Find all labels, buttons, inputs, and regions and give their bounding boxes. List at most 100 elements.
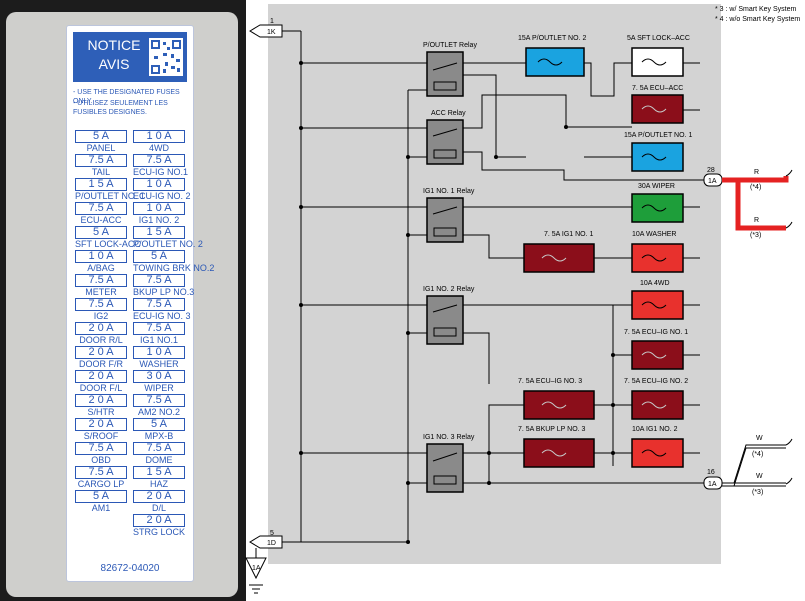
circuit-wires [282,30,704,543]
relay-ig1-no1: IG1 NO. 1 Relay [423,188,475,243]
connector-28-id: 1A [708,178,717,185]
fuse-ecu-ig-no3-label: 7. 5A ECU–IG NO. 3 [518,378,582,385]
relay-ig1-no1-label: IG1 NO. 1 Relay [423,188,475,195]
wire-w-note-1: (*4) [752,451,763,458]
fuse-ecu-ig-no2-label: 7. 5A ECU–IG NO. 2 [624,378,688,385]
fuse-label-amp: 7.5 A [75,202,127,215]
fuse-label-amp: 5 A [133,418,185,431]
legend-no-smart-key: * 4 : w/o Smart Key System [715,16,800,23]
wire-r-note-2: (*3) [750,232,761,239]
fuse-label-amp: 7.5 A [75,154,127,167]
fuse-label-name: ECU-IG NO.1 [133,167,189,177]
fuse-label-amp: 7.5 A [133,442,185,455]
fuse-bkup-lp-no3-label: 7. 5A BKUP LP NO. 3 [518,426,586,433]
fuse-ig1-no2: 10A IG1 NO. 2 [631,426,684,468]
connector-1a-28: 28 1A [703,167,723,187]
notice-header: NOTICE AVIS [73,32,187,82]
fuse-label-amp: 2 0 A [133,514,185,527]
fuse-label-amp: 7.5 A [133,298,185,311]
fuse-ig1-no2-label: 10A IG1 NO. 2 [632,426,678,433]
fuse-label-amp: 2 0 A [75,370,127,383]
fuse-ig1-no1-label: 7. 5A IG1 NO. 1 [544,231,594,238]
fuse-label-amp: 5 A [75,490,127,503]
fuse-label-name: WIPER [144,383,174,393]
fuse-ecu-ig-no1: 7. 5A ECU–IG NO. 1 [624,329,688,370]
fuse-label-amp: 1 0 A [133,346,185,359]
fuse-sft-lock-acc: 5A SFT LOCK–ACC [627,35,690,77]
fuse-sft-lock-acc-label: 5A SFT LOCK–ACC [627,35,690,42]
fuse-label-amp: 7.5 A [75,274,127,287]
fuse-label-amp: 2 0 A [75,346,127,359]
connector-1k-id: 1K [267,29,276,36]
fuse-label-name: 4WD [149,143,169,153]
fuse-label-name: STRG LOCK [133,527,186,537]
fuse-label-name: DOME [145,455,173,465]
fuse-label-name: S/HTR [87,407,115,417]
fuse-p-outlet-no2: 15A P/OUTLET NO. 2 [518,35,586,77]
fuse-label-amp: 1 5 A [133,226,185,239]
fuse-label-amp: 2 0 A [133,490,185,503]
fuse-label-name: PANEL [86,143,116,153]
fuse-label-name: S/ROOF [83,431,119,441]
fuse-p-outlet-no1-label: 15A P/OUTLET NO. 1 [624,132,692,139]
fuse-label-amp: 2 0 A [75,394,127,407]
relay-ig1-no2-label: IG1 NO. 2 Relay [423,286,475,293]
fuse-label-name: DOOR F/L [79,383,123,393]
connector-16-id: 1A [708,481,717,488]
fuse-ecu-acc: 7. 5A ECU–ACC [631,85,684,124]
relay-ig1-no3-label: IG1 NO. 3 Relay [423,434,475,441]
fuse-label-amp: 7.5 A [133,274,185,287]
wire-r-note-1: (*4) [750,184,761,191]
ground-label: 1A [252,565,261,572]
fuse-label-name: ECU-ACC [80,215,122,225]
fuse-label-amp: 5 A [75,226,127,239]
fuse-label-amp: 3 0 A [133,370,185,383]
connector-16-pin: 16 [707,469,715,476]
fuse-ecu-ig-no3: 7. 5A ECU–IG NO. 3 [518,378,595,420]
fuse-ecu-ig-no2: 7. 5A ECU–IG NO. 2 [624,378,688,420]
fuse-ig1-no1: 7. 5A IG1 NO. 1 [523,231,595,273]
fuse-label-name: A/BAG [87,263,115,273]
fuse-label-name: IG1 NO.1 [139,335,178,345]
fuse-label-name: ECU-IG NO. 2 [133,191,191,201]
fuse-label-name: TOWING BRK NO.2 [133,263,215,273]
junction-dots [299,61,615,544]
fuse-label-amp: 2 0 A [75,322,127,335]
wire-red-pair: R (*4) R (*3) [722,169,793,239]
wire-w-note-2: (*3) [752,489,763,496]
fuse-label-amp: 5 A [133,250,185,263]
fuse-bkup-lp-no3: 7. 5A BKUP LP NO. 3 [518,426,595,468]
connector-1d: 5 1D [249,530,283,549]
fuse-label-name: HAZ [150,479,168,489]
fuse-washer-label: 10A WASHER [632,231,676,238]
relay-ig1-no3: IG1 NO. 3 Relay [423,434,475,493]
fuse-label-name: DOOR F/R [79,359,123,369]
connector-28-pin: 28 [707,167,715,174]
fuse-label-amp: 1 0 A [133,202,185,215]
relay-ig1-no2: IG1 NO. 2 Relay [423,286,475,345]
fuse-label-amp: 7.5 A [133,394,185,407]
ground-symbol-icon: 1A [245,548,267,594]
fuse-label-name: OBD [91,455,111,465]
rule-english: - USE THE DESIGNATED FUSES ONLY. [73,89,180,105]
fuse-label-amp: 7.5 A [75,298,127,311]
